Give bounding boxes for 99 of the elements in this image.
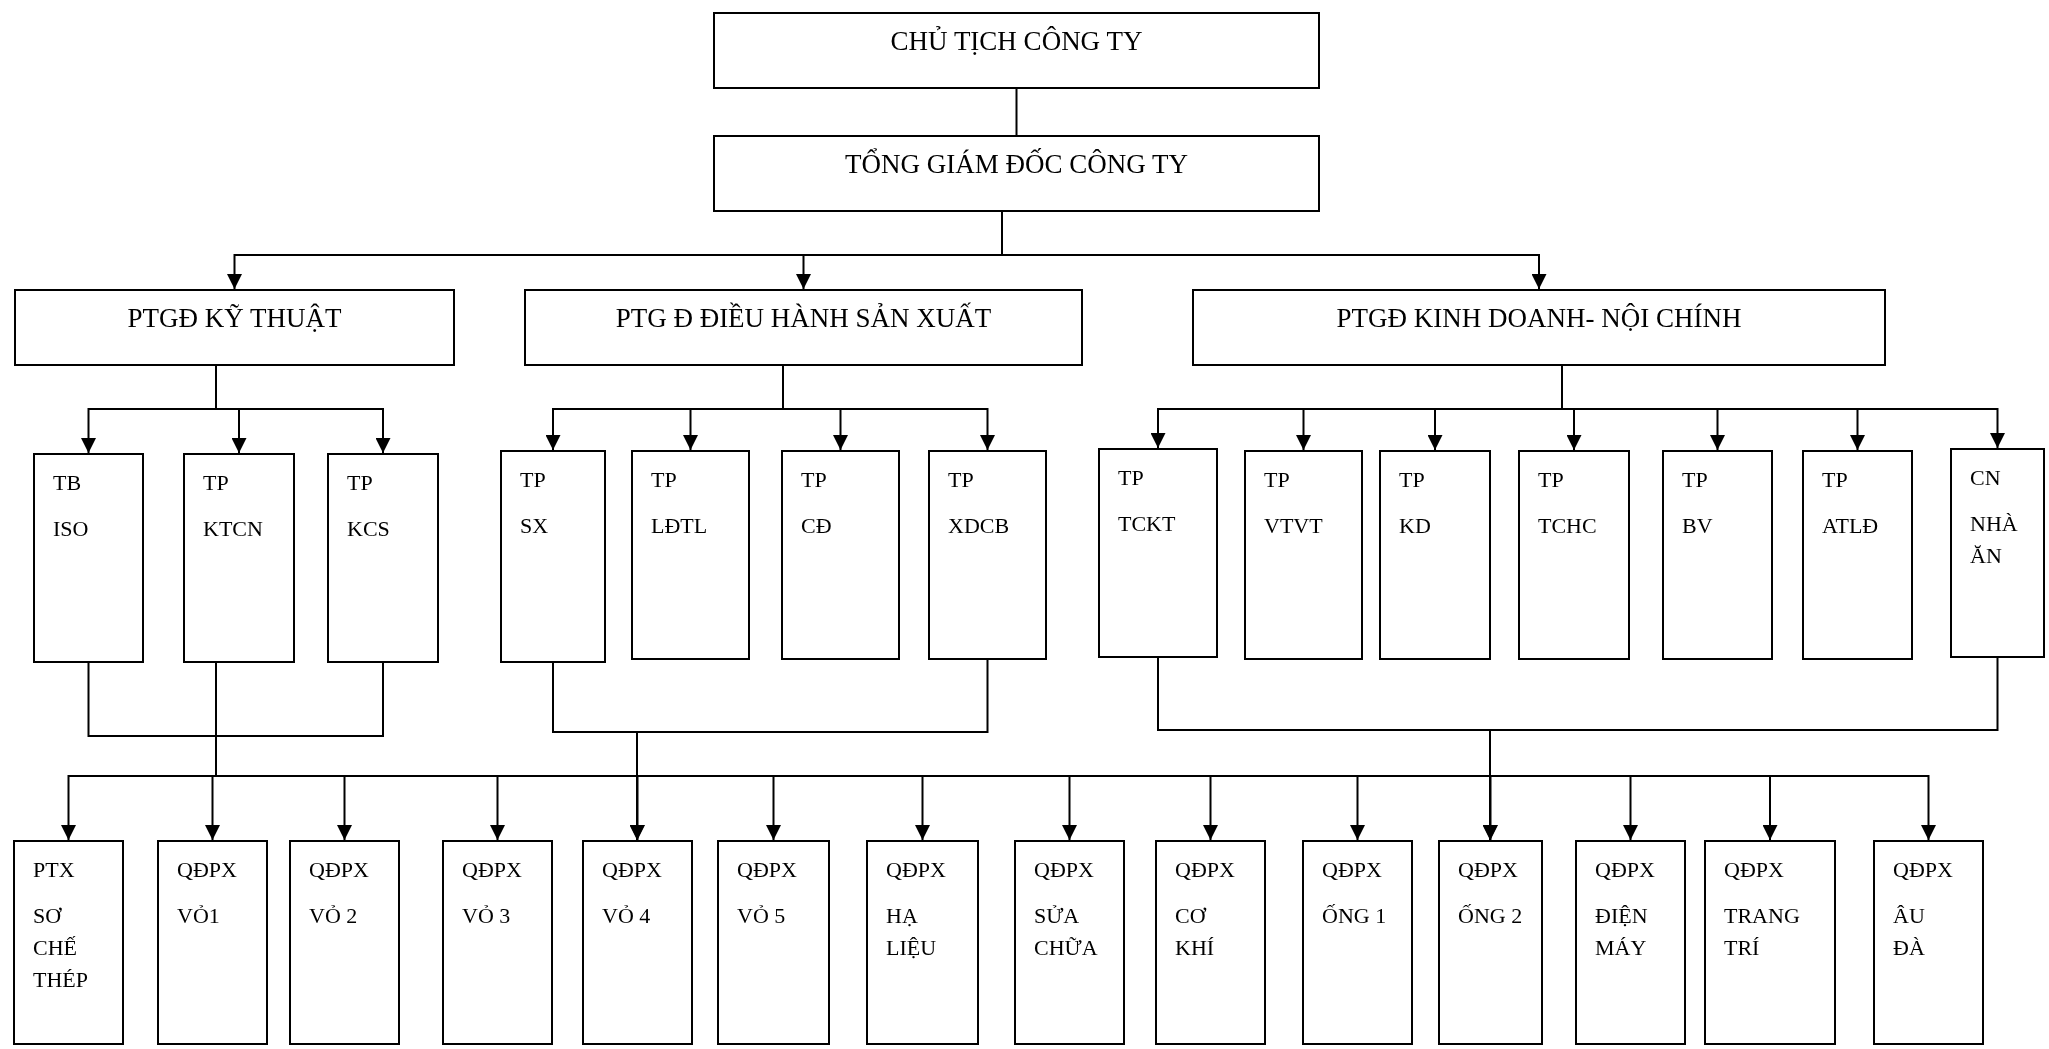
node-label: PTG Đ ĐIỀU HÀNH SẢN XUẤT <box>615 303 992 334</box>
node-label: BV <box>1682 511 1714 540</box>
node-label: QĐPX <box>602 856 663 884</box>
org-box <box>1438 840 1543 1045</box>
node-label: ĐIỆN MÁY <box>1595 901 1648 962</box>
org-box <box>1155 840 1266 1045</box>
node-label: XDCB <box>948 511 1011 540</box>
node-label: ỐNG 1 <box>1322 901 1388 930</box>
node-label: VỎ1 <box>177 901 221 930</box>
node-label: QĐPX <box>737 856 798 884</box>
connector-line <box>87 662 384 737</box>
node-label: LĐTL <box>651 511 709 540</box>
org-box <box>631 450 750 660</box>
node-label: TP <box>1822 466 1849 494</box>
node-label: TP <box>948 466 975 494</box>
node-label: ỐNG 2 <box>1458 901 1524 930</box>
node-label: TP <box>347 469 374 497</box>
node-label: ATLĐ <box>1822 511 1880 540</box>
node-label: TB <box>53 469 83 497</box>
org-box <box>524 289 1083 366</box>
node-label: TCHC <box>1538 511 1598 540</box>
node-label: TP <box>1264 466 1291 494</box>
node-label: TỔNG GIÁM ĐỐC CÔNG TY <box>845 149 1188 180</box>
org-box <box>1802 450 1913 660</box>
org-box <box>327 453 439 663</box>
node-label: TP <box>1399 466 1426 494</box>
org-box <box>14 289 455 366</box>
node-label: TP <box>1682 466 1709 494</box>
org-box <box>582 840 693 1045</box>
org-box <box>33 453 144 663</box>
node-label: QĐPX <box>1322 856 1383 884</box>
arrow <box>215 365 391 454</box>
arrow <box>782 365 995 451</box>
org-box <box>157 840 268 1045</box>
node-label: CĐ <box>801 511 833 540</box>
org-box <box>1014 840 1125 1045</box>
node-label: SX <box>520 511 550 540</box>
node-label: TP <box>520 466 547 494</box>
node-label: KD <box>1399 511 1432 540</box>
node-label: ISO <box>53 514 90 543</box>
node-label: TP <box>651 466 678 494</box>
connector-line <box>1015 88 1018 136</box>
node-label: TP <box>1538 466 1565 494</box>
node-label: QĐPX <box>1034 856 1095 884</box>
node-label: TRANG TRÍ <box>1724 901 1800 962</box>
node-label: VỎ 2 <box>309 901 359 930</box>
org-box <box>1098 448 1218 658</box>
org-box <box>781 450 900 660</box>
org-box <box>713 135 1320 212</box>
node-label: HẠ LIỆU <box>886 901 937 962</box>
org-box <box>717 840 830 1045</box>
org-box <box>866 840 979 1045</box>
node-label: SỬA CHỮA <box>1034 901 1098 962</box>
org-box <box>500 450 606 663</box>
node-label: CHỦ TỊCH CÔNG TY <box>890 26 1143 57</box>
org-box <box>1950 448 2045 658</box>
node-label: QĐPX <box>309 856 370 884</box>
node-label: TP <box>1118 464 1145 492</box>
node-label: NHÀ ĂN <box>1970 509 2018 570</box>
node-label: QĐPX <box>1893 856 1954 884</box>
org-box <box>928 450 1047 660</box>
node-label: QĐPX <box>177 856 238 884</box>
arrow <box>552 662 645 841</box>
org-box <box>1518 450 1630 660</box>
node-label: QĐPX <box>1595 856 1656 884</box>
org-box <box>1873 840 1984 1045</box>
node-label: QĐPX <box>1724 856 1785 884</box>
node-label: VỎ 4 <box>602 901 652 930</box>
org-box <box>442 840 553 1045</box>
node-label: SƠ CHẾ THÉP <box>33 901 88 994</box>
node-label: CƠ KHÍ <box>1175 901 1215 962</box>
node-label: VỎ 3 <box>462 901 512 930</box>
org-box <box>289 840 400 1045</box>
node-label: TP <box>203 469 230 497</box>
node-label: QĐPX <box>886 856 947 884</box>
org-box <box>13 840 124 1045</box>
org-box <box>1704 840 1836 1045</box>
org-box <box>1662 450 1773 660</box>
node-label: KCS <box>347 514 391 543</box>
node-label: VỎ 5 <box>737 901 787 930</box>
node-label: CN <box>1970 464 2002 492</box>
node-label: QĐPX <box>462 856 523 884</box>
node-label: QĐPX <box>1175 856 1236 884</box>
node-label: KTCN <box>203 514 264 543</box>
org-box <box>183 453 295 663</box>
org-box <box>1379 450 1491 660</box>
org-box <box>1302 840 1413 1045</box>
node-label: TP <box>801 466 828 494</box>
node-label: ÂU ĐÀ <box>1893 901 1925 962</box>
node-label: PTGĐ KINH DOANH- NỘI CHÍNH <box>1336 303 1742 334</box>
node-label: PTX <box>33 856 76 884</box>
node-label: VTVT <box>1264 511 1324 540</box>
org-box <box>1244 450 1363 660</box>
org-box <box>713 12 1320 89</box>
node-label: QĐPX <box>1458 856 1519 884</box>
node-label: TCKT <box>1118 509 1177 538</box>
org-box <box>1192 289 1886 366</box>
org-box <box>1575 840 1686 1045</box>
node-label: PTGĐ KỸ THUẬT <box>127 303 342 334</box>
